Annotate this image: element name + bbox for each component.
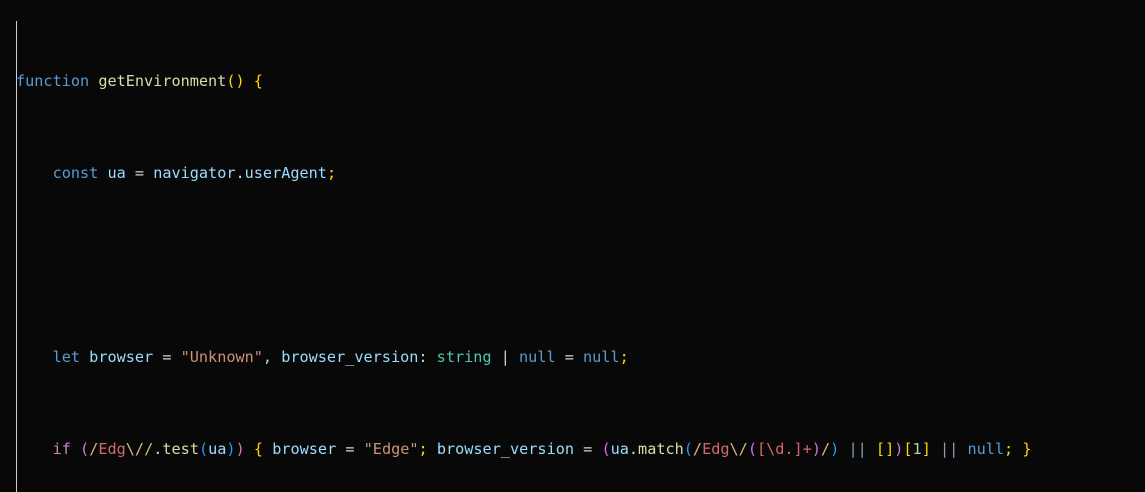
indent-guide bbox=[16, 21, 17, 492]
code-line[interactable]: function getEnvironment() { bbox=[16, 72, 263, 90]
code-line[interactable]: const ua = navigator.userAgent; bbox=[52, 164, 337, 182]
code-content[interactable]: function getEnvironment() { const ua = n… bbox=[16, 1, 1145, 492]
code-line[interactable] bbox=[16, 254, 1145, 277]
code-line[interactable]: let browser = "Unknown", browser_version… bbox=[52, 348, 629, 366]
code-line[interactable]: if (/Edg\//.test(ua)) { browser = "Edge"… bbox=[52, 440, 1032, 458]
